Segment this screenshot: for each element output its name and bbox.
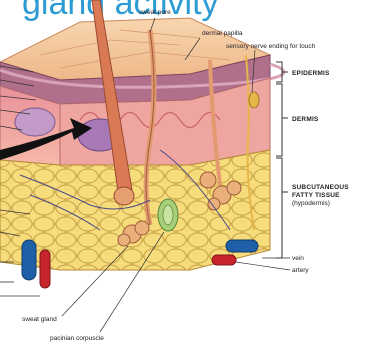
layer-brackets <box>276 62 288 258</box>
label-epidermis: EPIDERMIS <box>292 70 330 77</box>
vein-tube-left <box>22 240 36 280</box>
label-dermis: DERMIS <box>292 116 319 123</box>
label-sensory-nerve: sensory nerve ending for touch <box>226 43 316 50</box>
label-sweat-pore: sweat pore <box>139 9 171 16</box>
label-dermal-papilla: dermal papilla <box>202 30 243 37</box>
label-vein: vein <box>292 255 304 262</box>
vein-tube-right <box>226 240 258 252</box>
label-sweat-gland: sweat gland <box>22 316 57 323</box>
label-artery: artery <box>292 267 309 274</box>
label-pacinian-corpuscle: pacinian corpuscle <box>50 335 104 342</box>
label-hypodermis: (hypodermis) <box>292 200 330 207</box>
artery-tube-right <box>212 255 236 265</box>
artery-tube-left <box>40 250 50 288</box>
label-subcutaneous: SUBCUTANEOUS <box>292 184 349 191</box>
hair-bulb <box>114 187 134 205</box>
label-fatty-tissue: FATTY TISSUE <box>292 192 340 199</box>
